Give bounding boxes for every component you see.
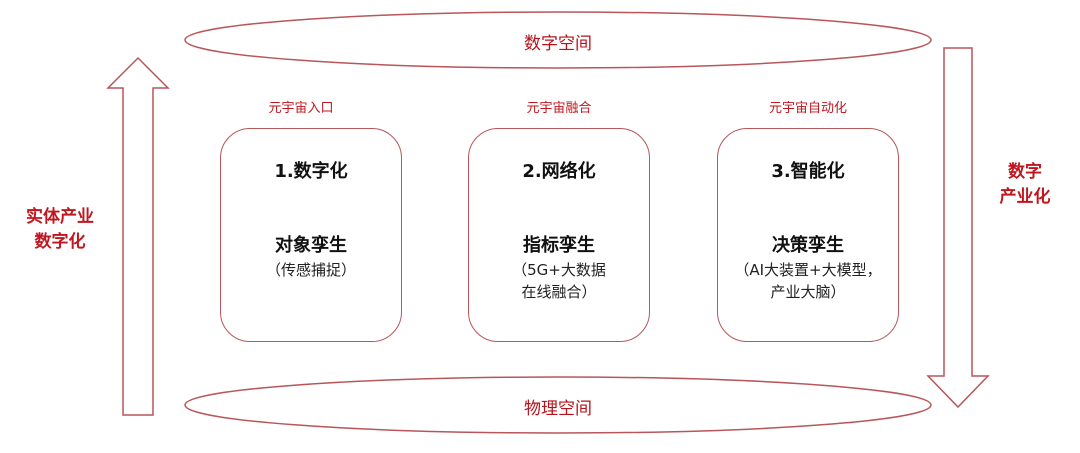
stage-subtitle: 决策孪生 [772, 235, 844, 256]
right-label-line2: 产业化 [999, 187, 1051, 207]
stage-label-2: 元宇宙融合 [526, 101, 592, 116]
stage-title: 3.智能化 [771, 161, 845, 182]
stage-detail: （AI大装置+大模型， 产业大脑） [734, 261, 882, 301]
stage-subtitle: 指标孪生 [523, 235, 595, 256]
left-label-line2: 数字化 [34, 232, 86, 252]
stage-box-intelligence: 3.智能化 决策孪生 （AI大装置+大模型， 产业大脑） [717, 128, 899, 342]
stage-title: 2.网络化 [522, 161, 596, 182]
digital-space-ellipse [184, 11, 932, 69]
right-arrow-label: 数字 产业化 [975, 160, 1075, 210]
physical-space-label: 物理空间 [524, 399, 592, 419]
stage-subtitle: 对象孪生 [275, 235, 347, 256]
down-arrow-icon [926, 47, 990, 409]
stage-label-3: 元宇宙自动化 [768, 101, 847, 116]
left-arrow-label: 实体产业 数字化 [10, 205, 110, 255]
stage-title: 1.数字化 [274, 161, 348, 182]
stage-box-digitalization: 1.数字化 对象孪生 （传感捕捉） [220, 128, 402, 342]
stage-label-1: 元宇宙入口 [268, 101, 334, 116]
digital-space-label: 数字空间 [524, 34, 592, 54]
right-label-line1: 数字 [1008, 162, 1042, 182]
up-arrow-icon [106, 56, 170, 416]
stage-box-networking: 2.网络化 指标孪生 （5G+大数据 在线融合） [468, 128, 650, 342]
left-label-line1: 实体产业 [26, 207, 94, 227]
stage-detail: （传感捕捉） [265, 261, 356, 279]
stage-detail: （5G+大数据 在线融合） [512, 261, 606, 301]
physical-space-ellipse [184, 376, 932, 434]
